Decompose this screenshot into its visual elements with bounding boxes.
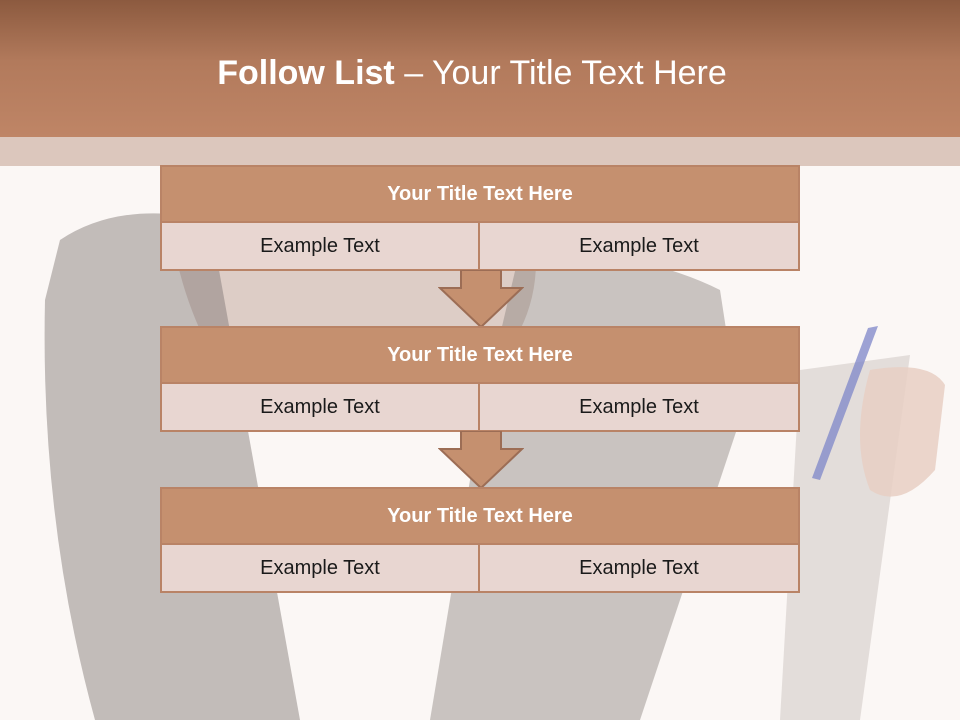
block-title: Your Title Text Here bbox=[162, 489, 798, 545]
title-bold: Follow List bbox=[217, 54, 395, 92]
block-title: Your Title Text Here bbox=[162, 167, 798, 223]
block-cell-right: Example Text bbox=[579, 395, 699, 418]
down-arrow-icon bbox=[438, 270, 524, 328]
title-rest: – Your Title Text Here bbox=[394, 54, 727, 92]
block-cell-right: Example Text bbox=[579, 556, 699, 579]
title-bar-strip bbox=[0, 137, 960, 166]
slide-title: Follow List – Your Title Text Here bbox=[0, 54, 944, 93]
follow-block-2: Your Title Text Here Example Text Exampl… bbox=[160, 326, 800, 432]
block-title: Your Title Text Here bbox=[162, 328, 798, 384]
block-cell-left: Example Text bbox=[162, 223, 480, 269]
follow-block-3: Your Title Text Here Example Text Exampl… bbox=[160, 487, 800, 593]
block-cell-left: Example Text bbox=[162, 545, 480, 591]
block-cell-right: Example Text bbox=[579, 234, 699, 257]
follow-block-1: Your Title Text Here Example Text Exampl… bbox=[160, 165, 800, 271]
title-bar bbox=[0, 0, 960, 137]
block-cell-left: Example Text bbox=[162, 384, 480, 430]
down-arrow-icon bbox=[438, 431, 524, 489]
